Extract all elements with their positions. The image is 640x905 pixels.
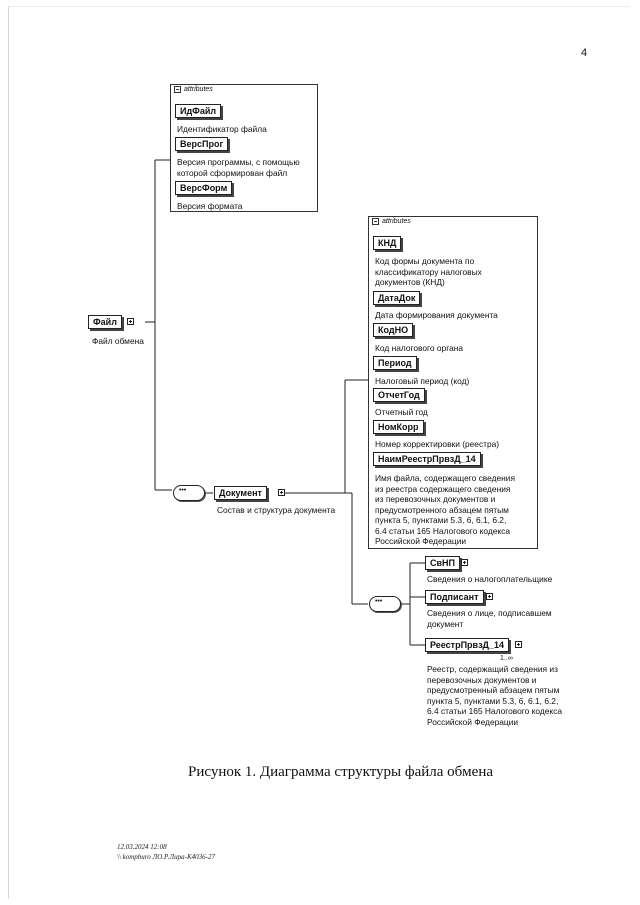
child-ReestrPrvzD14[interactable]: РеестрПрвзД_14 xyxy=(425,638,509,652)
description-line: Налоговый период (код) xyxy=(375,376,470,386)
attr-Period[interactable]: Период xyxy=(373,356,417,370)
attr-NaimReestr[interactable]: НаимРеестрПрвзД_14 xyxy=(373,452,481,466)
attr-DataDok[interactable]: ДатаДок xyxy=(373,291,421,305)
attribute-name: ВерсФорм xyxy=(180,183,228,193)
child-description: Реестр, содержащий сведения из перевозоч… xyxy=(427,664,562,727)
figure-caption: Рисунок 1. Диаграмма структуры файла обм… xyxy=(188,764,494,780)
description-line: Сведения о лице, подписавшем xyxy=(427,608,552,618)
description-line: Код формы документа по xyxy=(375,256,475,266)
description-line: Сведения о налогоплательщике xyxy=(427,574,553,584)
footer-path: \\ kompburo ЛО.Р.Лира-К4036-27 xyxy=(117,853,215,861)
attributes-label: attributes xyxy=(184,86,213,93)
child-element-name: СвНП xyxy=(430,558,456,568)
description-line: Реестр, содержащий сведения из xyxy=(427,664,558,674)
attribute-name: НаимРеестрПрвзД_14 xyxy=(378,454,476,464)
attribute-name: КодНО xyxy=(378,325,409,335)
child-description: Сведения о налогоплательщике xyxy=(427,574,552,585)
child-element-name: Подписант xyxy=(430,592,479,602)
description-line: предусмотренный абзацем пятым xyxy=(427,685,560,695)
attribute-name: ИдФайл xyxy=(180,106,217,116)
child-element-name: РеестрПрвзД_14 xyxy=(430,640,504,650)
footer-timestamp: 12.03.2024 12:08 xyxy=(117,843,167,851)
description-line: из реестра содержащего сведения xyxy=(375,483,511,494)
description-line: Отчетный год xyxy=(375,407,428,417)
description-line: 6.4 статьи 165 Налогового кодекса xyxy=(427,706,562,716)
collapse-icon[interactable] xyxy=(174,86,181,93)
root-element[interactable]: Файл xyxy=(88,315,122,329)
description-line: Версия программы, с помощью xyxy=(177,157,300,167)
expand-icon[interactable] xyxy=(461,559,468,566)
attribute-name: НомКорр xyxy=(378,422,419,432)
attr-OtchetGod[interactable]: ОтчетГод xyxy=(373,388,425,402)
description-line: Номер корректировки (реестра) xyxy=(375,439,500,449)
multiplicity-label: 1..∞ xyxy=(500,655,513,662)
document-element-label: Документ xyxy=(219,488,262,498)
expand-icon[interactable] xyxy=(486,593,493,600)
description-line: Версия формата xyxy=(177,201,243,211)
root-description: Файл обмена xyxy=(92,336,144,346)
description-line: которой сформирован файл xyxy=(177,167,288,178)
attr-KND[interactable]: КНД xyxy=(373,236,402,250)
file-attributes-header[interactable]: attributes xyxy=(174,86,213,93)
attr-VersProg[interactable]: ВерсПрог xyxy=(175,137,229,151)
attribute-name: КНД xyxy=(378,238,397,248)
attributes-label: attributes xyxy=(382,218,411,225)
attribute-name: ВерсПрог xyxy=(180,139,224,149)
attribute-description: Код налогового органа xyxy=(375,343,463,354)
attribute-description: Идентификатор файла xyxy=(177,124,267,135)
attribute-description: Версия программы, с помощью которой сфор… xyxy=(177,157,300,178)
attribute-name: ДатаДок xyxy=(378,293,416,303)
attribute-name: Период xyxy=(378,358,412,368)
attribute-description: Дата формирования документа xyxy=(375,310,498,321)
attribute-description: Имя файла, содержащего сведения из реест… xyxy=(375,473,515,547)
description-line: классификатору налоговых xyxy=(375,266,482,277)
attr-VersForm[interactable]: ВерсФорм xyxy=(175,181,233,195)
attr-KodNO[interactable]: КодНО xyxy=(373,323,414,337)
description-line: Идентификатор файла xyxy=(177,124,267,134)
document-description: Состав и структура документа xyxy=(217,505,336,515)
root-element-label: Файл xyxy=(93,317,117,327)
attribute-description: Код формы документа по классификатору на… xyxy=(375,256,482,288)
expand-icon[interactable] xyxy=(127,318,134,325)
sequence-compositor-icon[interactable] xyxy=(369,596,401,612)
document-attributes-header[interactable]: attributes xyxy=(372,218,411,225)
expand-icon[interactable] xyxy=(278,489,285,496)
page-number: 4 xyxy=(581,47,588,59)
attribute-description: Налоговый период (код) xyxy=(375,376,469,387)
sequence-compositor-icon[interactable] xyxy=(173,485,205,501)
description-line: документов (КНД) xyxy=(375,277,445,287)
description-line: Российской Федерации xyxy=(375,536,467,546)
description-line: перевозочных документов и xyxy=(427,674,537,685)
child-SvNP[interactable]: СвНП xyxy=(425,556,461,570)
description-line: Код налогового органа xyxy=(375,343,464,353)
attribute-description: Номер корректировки (реестра) xyxy=(375,439,499,450)
description-line: 6.4 статьи 165 Налогового кодекса xyxy=(375,525,510,536)
description-line: пункта 5, пунктами 5.3, 6, 6.1, 6.2, xyxy=(375,515,507,525)
page-border xyxy=(8,6,630,899)
description-line: из перевозочных документов и xyxy=(375,494,496,504)
attribute-description: Отчетный год xyxy=(375,407,428,418)
document-attributes-box xyxy=(368,216,538,549)
child-Podpisant[interactable]: Подписант xyxy=(425,590,484,604)
description-line: пункта 5, пунктами 5.3, 6, 6.1, 6.2, xyxy=(427,695,559,706)
attribute-name: ОтчетГод xyxy=(378,390,420,400)
description-line: документ xyxy=(427,618,464,629)
expand-icon[interactable] xyxy=(515,641,522,648)
attr-IdFajl[interactable]: ИдФайл xyxy=(175,104,222,118)
collapse-icon[interactable] xyxy=(372,218,379,225)
document-element[interactable]: Документ xyxy=(214,486,267,500)
description-line: Дата формирования документа xyxy=(375,310,498,320)
attribute-description: Версия формата xyxy=(177,201,242,212)
child-description: Сведения о лице, подписавшем документ xyxy=(427,608,552,629)
description-line: предусмотренного абзацем пятым xyxy=(375,504,509,515)
description-line: Российской Федерации xyxy=(427,716,519,727)
attr-NomKorr[interactable]: НомКорр xyxy=(373,420,424,434)
description-line: Имя файла, содержащего сведения xyxy=(375,473,515,483)
